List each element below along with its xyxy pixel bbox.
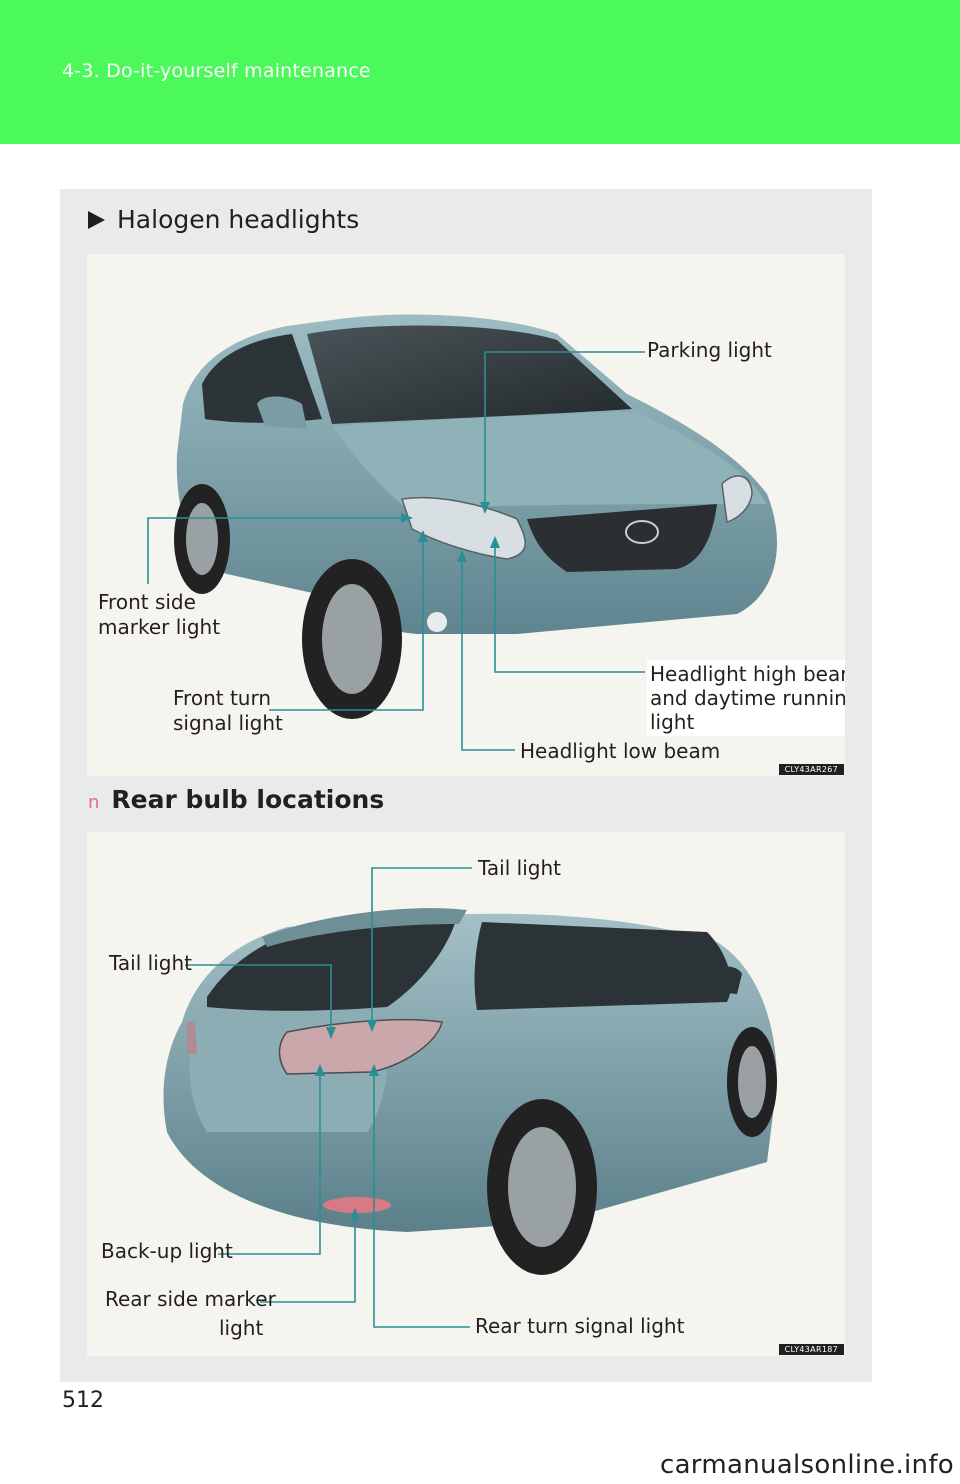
low-beam-leader xyxy=(461,554,515,751)
front-leader-arrows xyxy=(401,502,500,562)
rear-reflector xyxy=(323,1197,391,1213)
rear-window xyxy=(207,917,457,1011)
front-leader-lines xyxy=(147,351,645,751)
rear-rim xyxy=(508,1127,576,1247)
tail-lamp-assembly xyxy=(278,1018,443,1075)
windshield xyxy=(307,325,632,424)
rear-turn-signal-leader xyxy=(373,1068,470,1328)
halogen-heading: Halogen headlights xyxy=(88,205,359,234)
tail-light-left-label: Tail light xyxy=(109,951,192,975)
high-beam-label-3: light xyxy=(650,710,695,734)
front-image-code: CLY43AR267 xyxy=(778,764,844,775)
rear-turn-signal-label: Rear turn signal light xyxy=(475,1314,685,1338)
halogen-title: Halogen headlights xyxy=(117,205,360,234)
high-beam-label: Headlight high beam and daytime running … xyxy=(647,660,845,736)
right-headlight xyxy=(721,475,753,523)
rear-leader-arrows xyxy=(315,1020,379,1220)
front-turn-label-1: Front turn xyxy=(173,686,272,710)
page-number: 512 xyxy=(62,1388,104,1413)
front-turn-label-2: signal light xyxy=(173,711,283,735)
front-left-rim xyxy=(322,584,382,694)
high-beam-label-2: and daytime running xyxy=(650,686,845,710)
tail-light-right-label: Tail light xyxy=(478,856,561,880)
rear-title: Rear bulb locations xyxy=(111,785,385,814)
site-watermark: carmanualsonline.info xyxy=(659,1450,954,1480)
rear-car-illustration xyxy=(163,867,777,1328)
front-rim xyxy=(738,1046,766,1118)
rear-side-marker-leader xyxy=(260,1212,356,1303)
rear-image-code: CLY43AR187 xyxy=(778,1344,844,1355)
tail-light-left-leader xyxy=(185,964,332,1035)
triangle-bullet-icon xyxy=(88,210,105,229)
side-mirror xyxy=(709,966,742,994)
front-side-marker-label-2: marker light xyxy=(98,615,221,639)
front-side-marker-leader xyxy=(147,517,409,584)
fog-light xyxy=(427,612,447,632)
tail-light-right-leader xyxy=(371,867,472,1028)
high-beam-leader xyxy=(494,540,645,673)
header-band: 4-3. Do-it-yourself maintenance xyxy=(0,0,960,144)
parking-light-label: Parking light xyxy=(647,338,772,362)
section-title: 4-3. Do-it-yourself maintenance xyxy=(62,60,371,82)
low-beam-label: Headlight low beam xyxy=(520,739,721,763)
square-bullet-icon: n xyxy=(88,792,100,813)
rear-car-figure: Tail light Tail light Back-up light Rear… xyxy=(87,832,845,1356)
rear-heading: n Rear bulb locations xyxy=(88,785,384,814)
spoiler xyxy=(262,908,467,947)
side-mirror xyxy=(257,396,307,429)
back-up-light-leader xyxy=(218,1068,321,1255)
brand-emblem xyxy=(625,520,659,544)
rear-side-windows xyxy=(474,922,731,1010)
left-tail-lamp xyxy=(187,1022,197,1054)
hood xyxy=(332,412,767,509)
rear-side-marker-label-2: light xyxy=(219,1316,264,1340)
back-up-light-label: Back-up light xyxy=(101,1239,233,1263)
grille xyxy=(527,504,717,572)
rear-leader-lines xyxy=(185,867,472,1328)
rear-left-rim xyxy=(186,503,218,575)
front-car-figure: Parking light Front side marker light Fr… xyxy=(87,254,845,776)
parking-light-leader xyxy=(484,351,645,510)
front-side-marker-label-1: Front side xyxy=(98,590,196,614)
front-car-illustration xyxy=(147,314,778,751)
rear-side-marker-label-1: Rear side marker xyxy=(105,1287,276,1311)
high-beam-label-1: Headlight high beam xyxy=(650,662,845,686)
front-turn-leader xyxy=(269,534,424,711)
